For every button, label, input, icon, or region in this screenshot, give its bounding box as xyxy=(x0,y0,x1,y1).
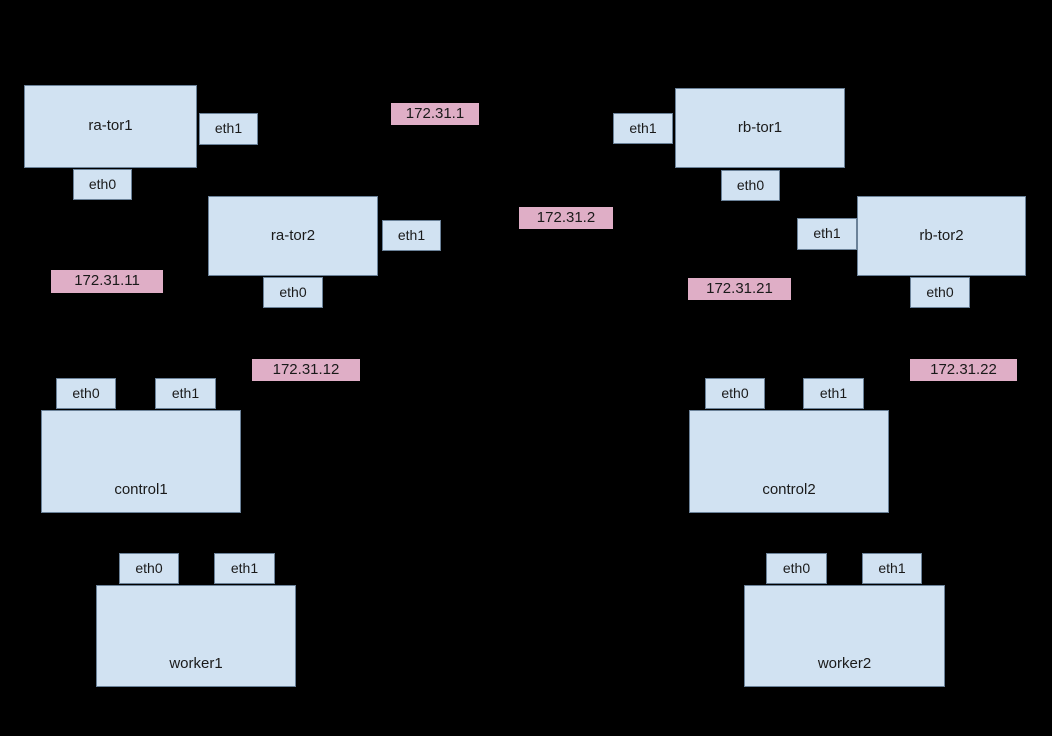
interface-label: eth0 xyxy=(88,175,117,192)
node-label: ra-tor1 xyxy=(88,117,133,135)
node-label: control1 xyxy=(114,480,168,498)
node-ra-tor1[interactable]: ra-tor1 xyxy=(24,85,197,168)
link-line xyxy=(244,292,294,569)
interface-label: eth1 xyxy=(878,559,906,576)
node-control2[interactable]: control2 xyxy=(689,410,889,513)
network-label-net-172-31-11[interactable]: 172.31.11 xyxy=(51,270,163,293)
network-label-text: 172.31.12 xyxy=(272,360,340,378)
node-control1[interactable]: control1 xyxy=(41,410,241,513)
node-worker2[interactable]: worker2 xyxy=(744,585,945,687)
interface-label: eth1 xyxy=(171,384,200,401)
interface-label: eth0 xyxy=(782,559,811,576)
interface-label: eth0 xyxy=(135,559,163,576)
network-label-text: 172.31.21 xyxy=(706,279,773,297)
interface-label: eth1 xyxy=(214,120,243,137)
interface-rb-tor1-eth1[interactable]: eth1 xyxy=(613,113,673,144)
network-label-text: 172.31.11 xyxy=(74,272,140,290)
node-label: worker1 xyxy=(169,654,223,672)
network-label-net-172-31-1[interactable]: 172.31.1 xyxy=(391,103,479,125)
interface-control1-eth0[interactable]: eth0 xyxy=(56,378,116,409)
interface-label: eth0 xyxy=(736,176,765,193)
interface-control2-eth0[interactable]: eth0 xyxy=(705,378,765,409)
interface-ra-tor1-eth1[interactable]: eth1 xyxy=(199,113,258,145)
node-label: rb-tor1 xyxy=(737,118,783,136)
network-label-net-172-31-12[interactable]: 172.31.12 xyxy=(252,359,360,381)
interface-label: eth1 xyxy=(813,225,841,242)
interface-label: eth0 xyxy=(279,283,307,300)
node-label: control2 xyxy=(762,480,816,498)
interface-label: eth0 xyxy=(721,384,749,401)
interface-worker2-eth1[interactable]: eth1 xyxy=(862,553,922,584)
interface-ra-tor1-eth0[interactable]: eth0 xyxy=(73,169,132,200)
network-label-net-172-31-2[interactable]: 172.31.2 xyxy=(519,207,613,229)
network-label-net-172-31-22[interactable]: 172.31.22 xyxy=(910,359,1017,381)
interface-rb-tor2-eth1[interactable]: eth1 xyxy=(797,218,857,250)
node-label: worker2 xyxy=(817,654,872,672)
network-label-text: 172.31.22 xyxy=(930,360,997,378)
interface-label: eth1 xyxy=(629,119,657,136)
network-label-net-172-31-21[interactable]: 172.31.21 xyxy=(688,278,791,300)
interface-worker1-eth1[interactable]: eth1 xyxy=(214,553,275,584)
node-ra-tor2[interactable]: ra-tor2 xyxy=(208,196,378,276)
network-label-text: 172.31.2 xyxy=(536,208,596,226)
node-label: rb-tor2 xyxy=(919,226,964,244)
interface-ra-tor2-eth0[interactable]: eth0 xyxy=(263,277,323,308)
interface-label: eth1 xyxy=(397,226,426,243)
interface-worker2-eth0[interactable]: eth0 xyxy=(766,553,827,584)
node-rb-tor2[interactable]: rb-tor2 xyxy=(857,196,1026,276)
interface-worker1-eth0[interactable]: eth0 xyxy=(119,553,179,584)
interface-rb-tor2-eth0[interactable]: eth0 xyxy=(910,277,970,308)
interface-label: eth0 xyxy=(926,283,954,300)
node-label: ra-tor2 xyxy=(270,226,316,244)
node-worker1[interactable]: worker1 xyxy=(96,585,296,687)
interface-label: eth1 xyxy=(230,559,259,576)
interface-label: eth1 xyxy=(819,384,848,401)
node-rb-tor1[interactable]: rb-tor1 xyxy=(675,88,845,168)
interface-ra-tor2-eth1[interactable]: eth1 xyxy=(382,220,441,251)
interface-label: eth0 xyxy=(72,384,100,401)
interface-control2-eth1[interactable]: eth1 xyxy=(803,378,864,409)
link-line xyxy=(891,292,941,569)
interface-control1-eth1[interactable]: eth1 xyxy=(155,378,216,409)
interface-rb-tor1-eth0[interactable]: eth0 xyxy=(721,170,780,201)
network-label-text: 172.31.1 xyxy=(405,104,465,122)
